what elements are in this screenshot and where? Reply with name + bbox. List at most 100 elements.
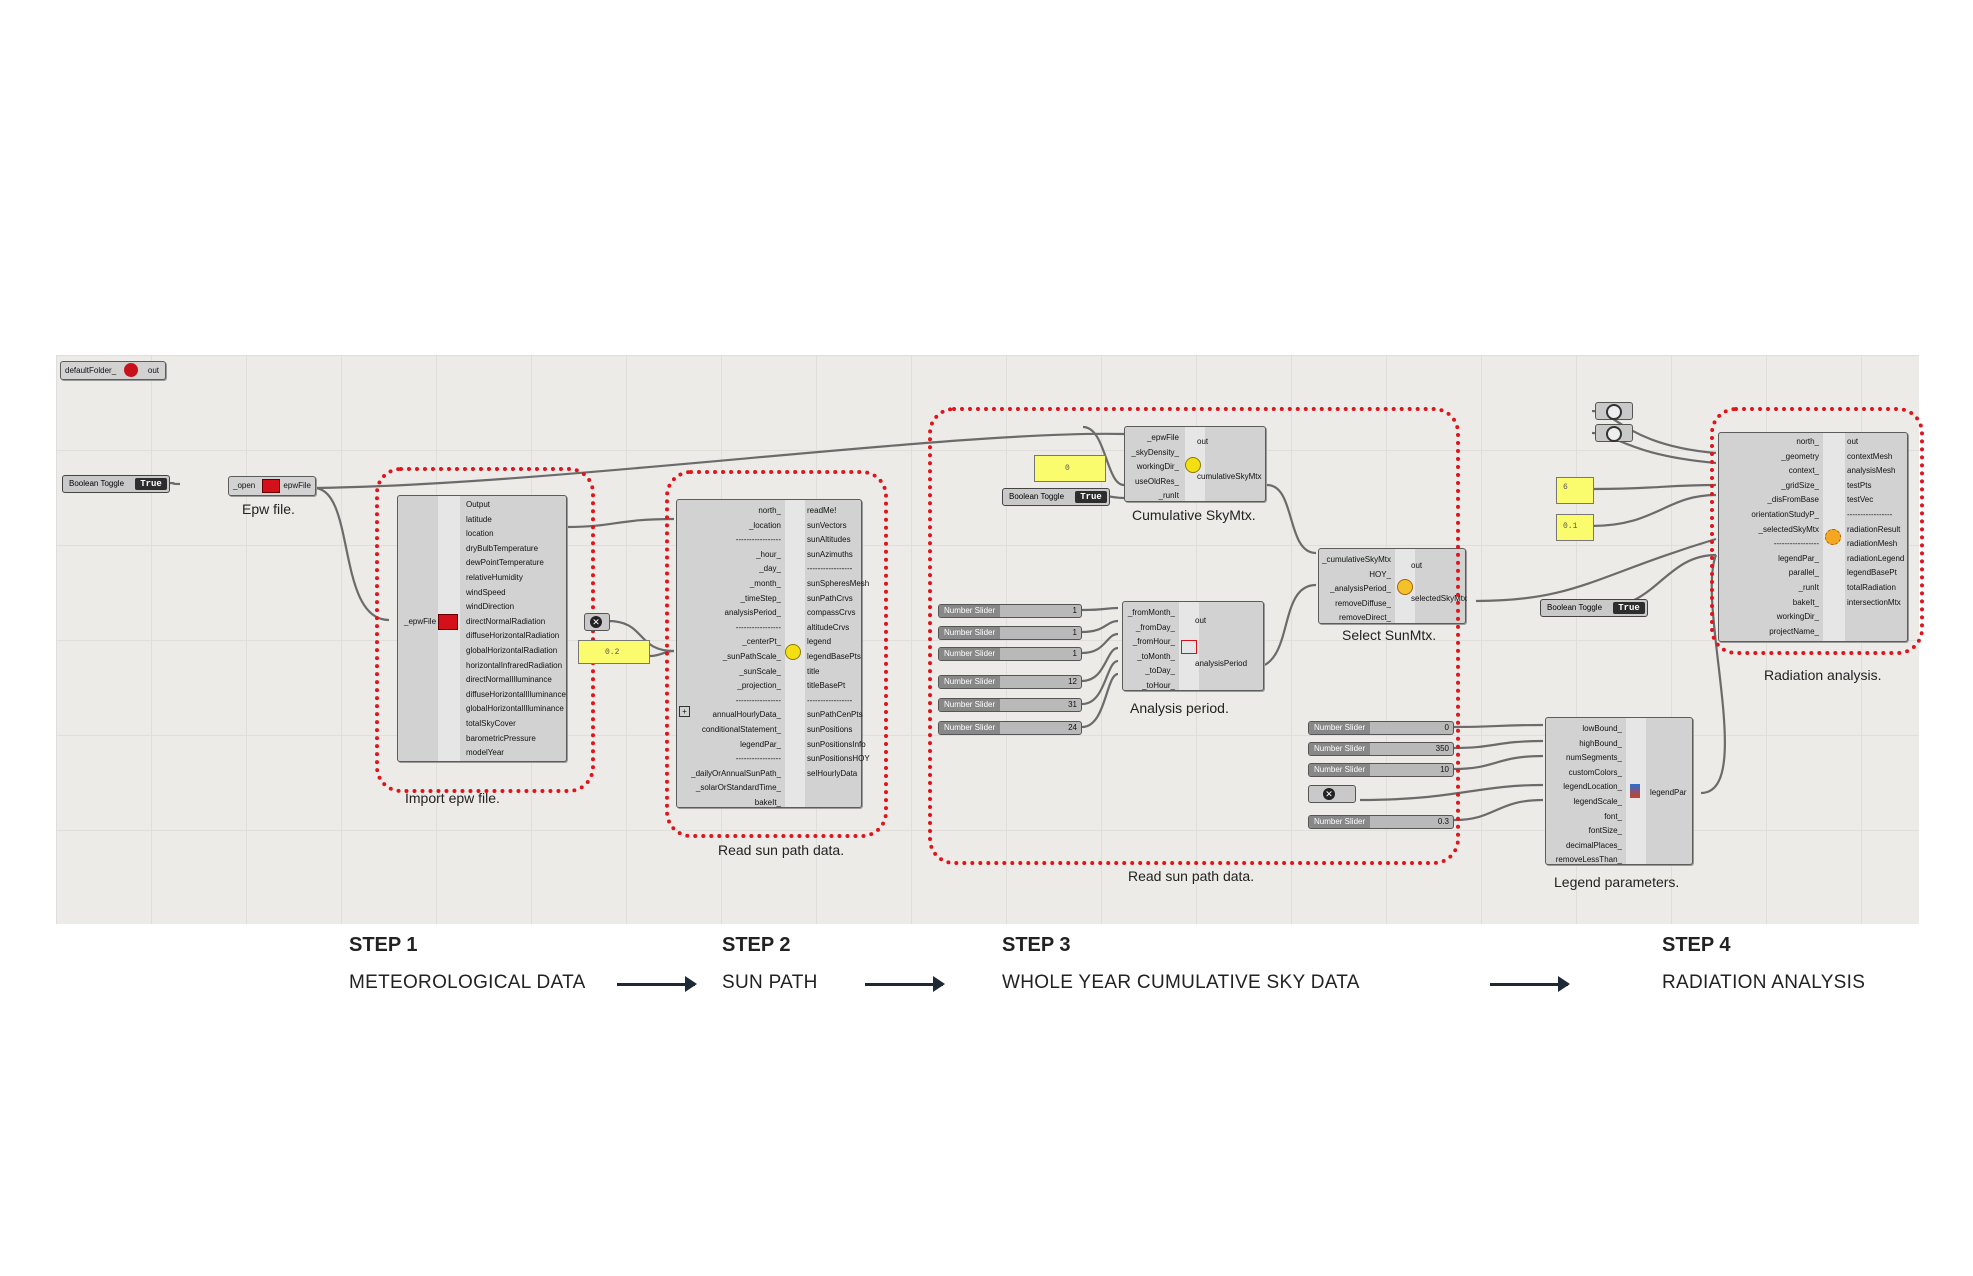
- epw-file-icon: [262, 479, 280, 493]
- number-slider[interactable]: Number Slider 350: [1308, 742, 1454, 756]
- ap-out: out: [1195, 616, 1207, 625]
- skymtx-input: workingDir_: [1136, 462, 1179, 472]
- slider-label: Number Slider: [1309, 743, 1371, 755]
- legend-parameters-component[interactable]: lowBound_highBound_numSegments_customCol…: [1545, 717, 1693, 865]
- cross-icon: ✕: [590, 616, 602, 628]
- legend-input: numSegments_: [1565, 753, 1622, 763]
- legend-input: font_: [1604, 811, 1622, 821]
- legend-inputs: lowBound_highBound_numSegments_customCol…: [1550, 722, 1622, 868]
- step3-caption: Read sun path data.: [1128, 868, 1255, 884]
- wire: [1453, 723, 1544, 729]
- wire: [1081, 632, 1119, 655]
- radiation-output: out: [1847, 437, 1859, 446]
- calendar-icon: [1181, 640, 1197, 654]
- skymtx-input: _epwFile: [1146, 433, 1179, 442]
- ladybug-icon: [124, 363, 138, 377]
- sky-density-panel[interactable]: 0: [1034, 455, 1106, 482]
- import-epw-output: latitude: [466, 514, 492, 524]
- open-epw-component[interactable]: _open epwFile: [228, 476, 316, 496]
- sunpath-output: sunAzimuths: [807, 549, 853, 559]
- scale-value: 0.2: [605, 648, 620, 657]
- radiation-input: orientationStudyP_: [1751, 509, 1819, 519]
- wire: [607, 619, 675, 653]
- analysis-period-component[interactable]: _fromMonth__fromDay__fromHour__toMonth__…: [1122, 601, 1264, 691]
- slider-value[interactable]: 10: [1440, 765, 1449, 774]
- slider-value[interactable]: 31: [1068, 700, 1077, 709]
- context-param[interactable]: [1595, 424, 1633, 442]
- radiation-output: radiationMesh: [1847, 539, 1898, 549]
- slider-value[interactable]: 12: [1068, 677, 1077, 686]
- boolean-toggle-run-radiation[interactable]: Boolean Toggle True: [1540, 599, 1648, 617]
- geometry-param[interactable]: [1595, 402, 1633, 420]
- toggle-value[interactable]: True: [1613, 602, 1645, 614]
- slider-value[interactable]: 24: [1068, 723, 1077, 732]
- slider-label: Number Slider: [1309, 764, 1371, 776]
- toggle-value[interactable]: True: [135, 478, 167, 490]
- sunpath-output: selHourlyData: [807, 768, 858, 778]
- radiation-output: analysisMesh: [1847, 466, 1896, 476]
- boolean-toggle-runit[interactable]: Boolean Toggle True: [1002, 488, 1110, 506]
- import-epw-output: totalSkyCover: [466, 718, 516, 728]
- context-icon: [1606, 426, 1622, 442]
- legend-input: legendScale_: [1573, 796, 1622, 806]
- radiation-output: radiationLegend: [1847, 553, 1905, 563]
- number-slider[interactable]: Number Slider 10: [1308, 763, 1454, 777]
- sunpath-input: analysisPeriod_: [724, 608, 781, 618]
- sky-density-value: 0: [1065, 464, 1070, 473]
- wire: [313, 432, 1125, 490]
- cumulative-skymtx-component[interactable]: _epwFile_skyDensity_workingDir_useOldRes…: [1124, 426, 1266, 502]
- legend-location-toggle[interactable]: ✕: [1308, 785, 1356, 803]
- radiation-output: testPts: [1847, 480, 1872, 490]
- radiation-output: contextMesh: [1847, 451, 1893, 461]
- scale-panel[interactable]: 0.2: [578, 640, 650, 664]
- toggle-label: Boolean Toggle: [1009, 492, 1065, 501]
- slider-value[interactable]: 1: [1072, 649, 1077, 658]
- import-epw-caption: Import epw file.: [405, 790, 500, 806]
- boolean-toggle[interactable]: Boolean Toggle True: [62, 475, 170, 493]
- slider-value[interactable]: 0.3: [1437, 817, 1449, 826]
- grid-size-value: 0.1: [1563, 522, 1578, 531]
- slider-value[interactable]: 1: [1072, 606, 1077, 615]
- slider-value[interactable]: 350: [1435, 744, 1449, 753]
- orientation-panel[interactable]: 6: [1556, 477, 1594, 504]
- grid-size-panel[interactable]: 0.1: [1556, 514, 1594, 541]
- radiation-output: totalRadiation: [1847, 582, 1896, 592]
- arrow-icon: [1490, 976, 1570, 992]
- analysis-period-input: _toDay_: [1145, 666, 1175, 676]
- slider-value[interactable]: 0: [1444, 723, 1449, 732]
- sunpath-input: _month_: [749, 578, 781, 588]
- wire: [1081, 606, 1119, 612]
- sun-icon: [785, 644, 801, 660]
- analysis-period-input: _fromDay_: [1135, 622, 1175, 632]
- toggle-value[interactable]: True: [1075, 491, 1107, 503]
- analysis-period-input: _fromHour_: [1132, 637, 1175, 647]
- sunpath-component[interactable]: north__location-----------------_hour__d…: [676, 499, 870, 808]
- grasshopper-canvas[interactable]: Boolean Toggle True _open epwFile Epw fi…: [56, 355, 1924, 924]
- select-sunmtx-outputs: out selectedSkyMtx: [1411, 559, 1467, 606]
- wire: [1453, 739, 1544, 750]
- legend-caption: Legend parameters.: [1554, 874, 1680, 890]
- step2-desc: SUN PATH: [722, 972, 818, 993]
- wire: [1081, 619, 1119, 634]
- select-sun-icon: [1397, 579, 1413, 595]
- boolean-small-toggle[interactable]: ✕: [584, 613, 610, 631]
- default-folder-input: defaultFolder_: [65, 366, 117, 375]
- sunpath-output: sunPathCrvs: [807, 593, 853, 603]
- slider-value[interactable]: 1: [1072, 628, 1077, 637]
- sunpath-output: sunPathCenPts: [807, 710, 863, 720]
- select-sunmtx-input: HOY_: [1369, 569, 1391, 579]
- default-folder-component[interactable]: defaultFolder_ out: [60, 361, 166, 380]
- wire: [1081, 659, 1119, 706]
